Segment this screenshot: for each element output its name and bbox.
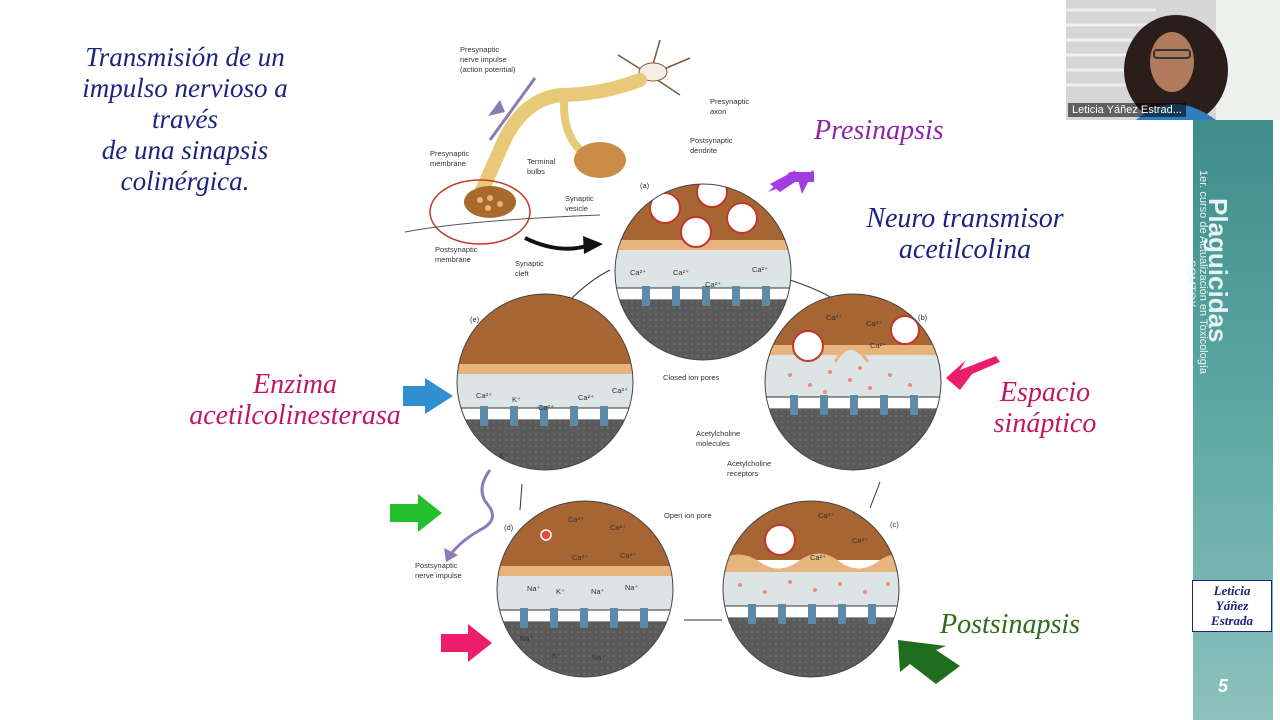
svg-text:(b): (b): [918, 313, 928, 322]
ion-labels: Ca²⁺ Ca²⁺ Ca²⁺ Ca²⁺ Ca²⁺ Ca²⁺ Ca²⁺ Ca²⁺ …: [476, 265, 886, 662]
svg-text:Ca²⁺: Ca²⁺: [752, 265, 768, 274]
title-line: colinérgica.: [120, 166, 250, 196]
banner-subtitle-org: SOMTOX: [1185, 260, 1197, 308]
svg-text:(action potential): (action potential): [460, 65, 516, 74]
svg-text:Presynaptic: Presynaptic: [460, 45, 499, 54]
speaker-name-box: Leticia Yáñez Estrada: [1192, 580, 1272, 632]
svg-text:Acetylcholine: Acetylcholine: [727, 459, 771, 468]
label-line: acetilcolina: [898, 234, 1032, 265]
svg-text:Presynaptic: Presynaptic: [430, 149, 469, 158]
svg-text:Ca²⁺: Ca²⁺: [538, 403, 554, 412]
label-postsinapsis: Postsinapsis: [940, 609, 1081, 640]
speaker-name-line: Estrada: [1211, 613, 1253, 628]
label-presinapsis: Presinapsis: [814, 115, 944, 146]
svg-text:Na⁺: Na⁺: [592, 653, 606, 662]
svg-text:Presynaptic: Presynaptic: [710, 97, 749, 106]
svg-text:(a): (a): [640, 181, 650, 190]
svg-text:dendrite: dendrite: [690, 146, 717, 155]
svg-text:Ca²⁺: Ca²⁺: [612, 386, 628, 395]
svg-text:Ca²⁺: Ca²⁺: [870, 341, 886, 350]
label-neurotransmisor: Neuro transmisor acetilcolina: [845, 203, 1085, 265]
svg-text:Postsynaptic: Postsynaptic: [415, 561, 458, 570]
blue-arrow: [403, 378, 453, 414]
svg-text:Ca²⁺: Ca²⁺: [705, 280, 721, 289]
title-line: través: [152, 104, 218, 134]
svg-text:Ca²⁺: Ca²⁺: [572, 553, 588, 562]
svg-text:Ca²⁺: Ca²⁺: [630, 268, 646, 277]
neuron-labels: Presynaptic nerve impulse (action potent…: [430, 45, 749, 278]
svg-text:Ca²⁺: Ca²⁺: [620, 551, 636, 560]
svg-text:Ca²⁺: Ca²⁺: [568, 515, 584, 524]
label-line: sináptico: [993, 408, 1097, 439]
svg-text:molecules: molecules: [696, 439, 730, 448]
svg-text:Na⁺: Na⁺: [625, 583, 639, 592]
svg-text:cleft: cleft: [515, 269, 530, 278]
svg-text:Ca²⁺: Ca²⁺: [810, 553, 826, 562]
svg-text:Na⁺: Na⁺: [520, 634, 534, 643]
label-line: acetilcolinesterasa: [189, 400, 401, 431]
svg-text:Postsynaptic: Postsynaptic: [690, 136, 733, 145]
label-line: Enzima: [253, 369, 337, 400]
svg-text:Ca²⁺: Ca²⁺: [852, 536, 868, 545]
pink-arrow-right: [946, 356, 1000, 390]
svg-text:Terminal: Terminal: [527, 157, 556, 166]
postsynaptic-impulse-wave: [448, 469, 494, 556]
svg-text:Synaptic: Synaptic: [515, 259, 544, 268]
purple-arrow: [768, 170, 814, 194]
label-line: Neuro transmisor: [866, 203, 1064, 234]
svg-text:K⁺: K⁺: [499, 451, 508, 460]
darkgreen-arrow: [898, 640, 960, 684]
green-arrow: [390, 494, 442, 532]
synapse-diagram: Presynaptic nerve impulse (action potent…: [390, 39, 1000, 684]
label-enzima: Enzima acetilcolinesterasa: [165, 369, 425, 431]
svg-text:receptors: receptors: [727, 469, 759, 478]
pink-arrow-bottom: [441, 624, 492, 662]
banner-subtitle: 1er. curso de Actualización en Toxicolog…: [1197, 170, 1209, 375]
participant-video: [1066, 0, 1280, 120]
svg-text:(c): (c): [890, 520, 899, 529]
svg-text:Ca²⁺: Ca²⁺: [818, 511, 834, 520]
svg-text:Ca²⁺: Ca²⁺: [826, 313, 842, 322]
svg-text:bulbs: bulbs: [527, 167, 545, 176]
svg-text:Acetylcholine: Acetylcholine: [696, 429, 740, 438]
title-line: impulso nervioso a: [82, 73, 288, 103]
svg-text:axon: axon: [710, 107, 726, 116]
svg-text:Ca²⁺: Ca²⁺: [578, 393, 594, 402]
label-line: Espacio: [999, 377, 1091, 408]
panel-letters: (a) (b) (c) (d) (e): [470, 181, 928, 532]
svg-text:Ca²⁺: Ca²⁺: [610, 523, 626, 532]
label-espacio-sinaptico: Espacio sináptico: [975, 377, 1115, 439]
video-tile[interactable]: Leticia Yáñez Estrad...: [1066, 0, 1280, 120]
svg-text:Postsynaptic: Postsynaptic: [435, 245, 478, 254]
svg-text:membrane: membrane: [435, 255, 471, 264]
svg-text:Na⁺: Na⁺: [527, 584, 541, 593]
svg-text:Ca²⁺: Ca²⁺: [476, 391, 492, 400]
svg-text:Synaptic: Synaptic: [565, 194, 594, 203]
slide-title: Transmisión de un impulso nervioso a tra…: [40, 42, 330, 197]
title-line: Transmisión de un: [85, 42, 285, 72]
speaker-name-line: Yáñez: [1215, 598, 1249, 613]
page-number: 5: [1218, 676, 1229, 696]
svg-text:vesicle: vesicle: [565, 204, 588, 213]
svg-text:Ca²⁺: Ca²⁺: [673, 268, 689, 277]
panel-d: [497, 501, 673, 677]
svg-text:Closed ion pores: Closed ion pores: [663, 373, 720, 382]
svg-text:K⁺: K⁺: [512, 395, 521, 404]
svg-text:nerve impulse: nerve impulse: [460, 55, 507, 64]
svg-text:(e): (e): [470, 315, 480, 324]
title-line: de una sinapsis: [101, 135, 269, 165]
svg-text:Ca²⁺: Ca²⁺: [866, 319, 882, 328]
diagram-labels: Closed ion pores Acetylcholine molecules…: [415, 373, 771, 580]
svg-text:K⁺: K⁺: [552, 651, 561, 660]
svg-text:Open ion pore: Open ion pore: [664, 511, 712, 520]
svg-text:K⁺: K⁺: [556, 587, 565, 596]
participant-name: Leticia Yáñez Estrad...: [1068, 103, 1186, 117]
neuron-illustration: [404, 39, 691, 254]
svg-text:(d): (d): [504, 523, 514, 532]
svg-text:Na⁺: Na⁺: [591, 587, 605, 596]
svg-text:nerve impulse: nerve impulse: [415, 571, 462, 580]
speaker-name-line: Leticia: [1213, 583, 1251, 598]
svg-text:membrane: membrane: [430, 159, 466, 168]
